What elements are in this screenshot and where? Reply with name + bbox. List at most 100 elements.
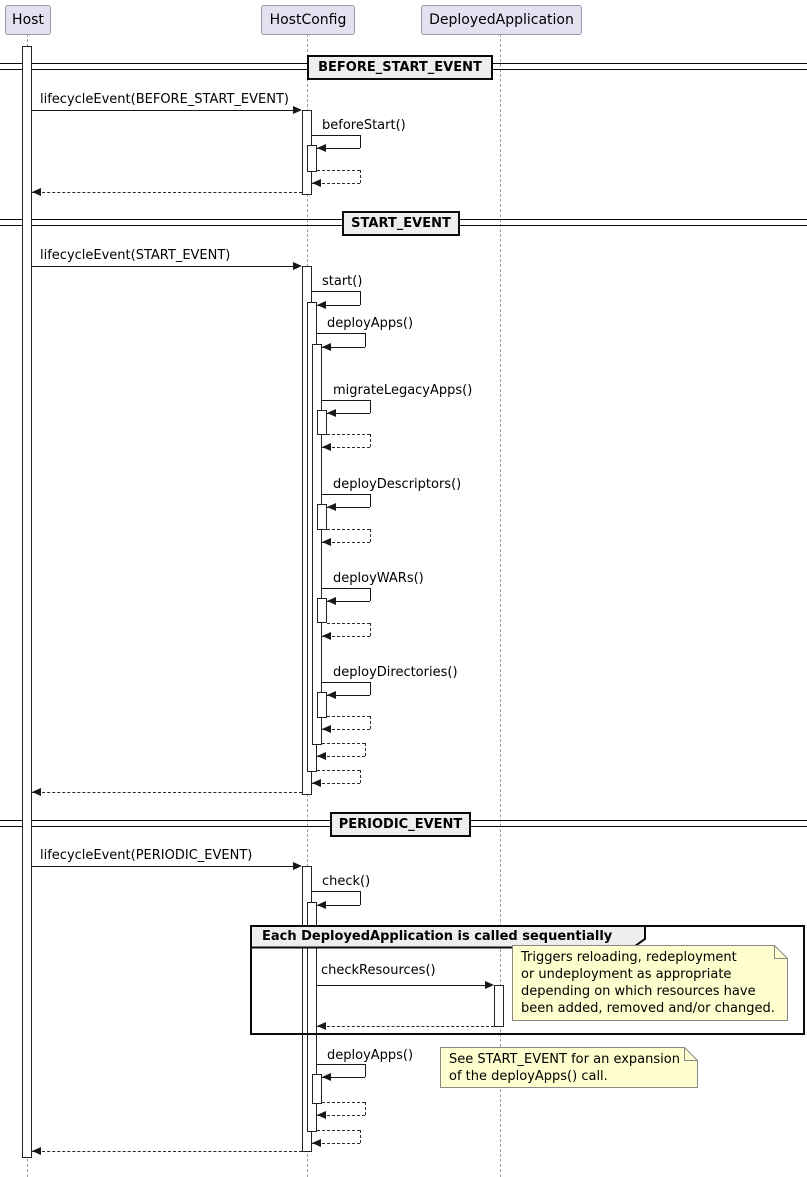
selfcall-beforestart	[312, 135, 360, 136]
selfreturn-beforestart	[312, 183, 360, 184]
selfreturn-deploywars	[322, 636, 370, 637]
arrowhead-icon	[312, 179, 321, 187]
selfreturn-deploydirectories	[370, 716, 371, 729]
divider-periodic-event: PERIODIC_EVENT	[330, 812, 471, 837]
selfcall-migratelegacyapps	[327, 413, 370, 414]
divider-before-start-event-label: BEFORE_START_EVENT	[318, 60, 482, 75]
message-arrow-lifecycle-start	[32, 266, 293, 267]
selfcall-deployapps-periodic	[322, 1077, 365, 1078]
selfcall-deploywars	[370, 588, 371, 601]
participant-host-label: Host	[12, 12, 44, 28]
arrowhead-icon	[32, 1147, 41, 1155]
note-checkresources-text: Triggers reloading, redeployment or unde…	[521, 950, 775, 1016]
selfcall-migratelegacyapps	[322, 400, 370, 401]
note-checkresources: Triggers reloading, redeployment or unde…	[512, 945, 788, 1021]
selfreturn-deployapps-periodic	[317, 1115, 365, 1116]
selfreturn-check	[317, 1130, 360, 1131]
selfcall-migratelegacyapps	[370, 400, 371, 413]
selfreturn-check	[360, 1130, 361, 1143]
arrowhead-icon	[317, 1022, 326, 1030]
selfcall-start	[317, 305, 360, 306]
selfreturn-start	[312, 783, 360, 784]
note-shape	[440, 1047, 698, 1088]
message-arrow-checkresources	[317, 985, 485, 986]
selfcall-deployapps	[317, 333, 365, 334]
arrowhead-icon	[322, 632, 331, 640]
return-to-host-start	[32, 792, 302, 793]
selfcall-deployapps	[322, 347, 365, 348]
return-to-host-beforestart	[32, 192, 302, 193]
message-label: deployWARs()	[333, 571, 424, 586]
selfreturn-deploywars	[327, 623, 370, 624]
selfcall-check	[312, 891, 360, 892]
arrowhead-icon	[312, 779, 321, 787]
selfreturn-beforestart	[360, 170, 361, 183]
message-arrow-lifecycle-periodic	[32, 866, 293, 867]
lifeline-deployedapplication	[500, 34, 501, 1177]
return-to-host-periodic	[32, 1151, 302, 1152]
selfreturn-deploydescriptors	[322, 542, 370, 543]
message-label: lifecycleEvent(PERIODIC_EVENT)	[40, 848, 253, 863]
arrowhead-icon	[293, 106, 302, 114]
selfreturn-deploydescriptors	[327, 529, 370, 530]
arrowhead-icon	[322, 538, 331, 546]
selfcall-deployapps	[365, 333, 366, 347]
arrowhead-icon	[327, 503, 336, 511]
selfcall-deploydescriptors	[322, 494, 370, 495]
arrowhead-icon	[293, 862, 302, 870]
arrowhead-icon	[327, 597, 336, 605]
message-label: deployDescriptors()	[333, 477, 462, 492]
arrowhead-icon	[32, 188, 41, 196]
selfreturn-migratelegacyapps	[327, 434, 370, 435]
selfcall-beforestart	[317, 148, 360, 149]
arrowhead-icon	[317, 1111, 326, 1119]
selfreturn-check	[312, 1143, 360, 1144]
divider-before-start-event: BEFORE_START_EVENT	[307, 55, 493, 80]
activation-hostconfig-deploydirectories	[317, 692, 327, 718]
message-label: beforeStart()	[322, 118, 406, 133]
divider-start-event-label: START_EVENT	[351, 216, 451, 231]
note-deployapps-text: See START_EVENT for an expansion of the …	[449, 1052, 680, 1084]
selfcall-deploydescriptors	[327, 507, 370, 508]
arrowhead-icon	[317, 752, 326, 760]
selfcall-start	[360, 291, 361, 305]
selfreturn-deploywars	[370, 623, 371, 636]
arrowhead-icon	[32, 788, 41, 796]
message-label: checkResources()	[321, 963, 436, 978]
activation-hostconfig-deployapps	[312, 344, 322, 745]
selfreturn-start	[317, 770, 360, 771]
participant-deployedapplication: DeployedApplication	[421, 5, 582, 35]
selfreturn-deployapps-periodic	[365, 1102, 366, 1115]
selfcall-deploydirectories	[322, 682, 370, 683]
selfreturn-deploydirectories	[322, 729, 370, 730]
arrowhead-icon	[327, 409, 336, 417]
activation-hostconfig-deploywars	[317, 598, 327, 623]
selfcall-deploydirectories	[370, 682, 371, 695]
selfcall-start	[312, 291, 360, 292]
message-arrow-lifecycle-before-start	[32, 110, 293, 111]
selfreturn-start	[360, 770, 361, 783]
selfreturn-deployapps-periodic	[322, 1102, 365, 1103]
selfcall-deploywars	[322, 588, 370, 589]
message-label: deployDirectories()	[333, 665, 458, 680]
arrowhead-icon	[317, 144, 326, 152]
message-label: lifecycleEvent(START_EVENT)	[40, 248, 231, 263]
arrowhead-icon	[293, 262, 302, 270]
arrowhead-icon	[322, 343, 331, 351]
selfreturn-deployapps	[365, 743, 366, 756]
selfcall-check	[360, 891, 361, 905]
arrowhead-icon	[317, 901, 326, 909]
divider-periodic-event-label: PERIODIC_EVENT	[338, 817, 463, 832]
selfreturn-deployapps	[317, 756, 365, 757]
arrowhead-icon	[485, 981, 494, 989]
note-shape	[512, 945, 788, 1021]
participant-deployedapplication-label: DeployedApplication	[429, 12, 574, 28]
message-label: lifecycleEvent(BEFORE_START_EVENT)	[40, 92, 289, 107]
selfcall-deploydirectories	[327, 695, 370, 696]
message-label: deployApps()	[327, 316, 414, 331]
note-deployapps: See START_EVENT for an expansion of the …	[440, 1047, 698, 1088]
activation-hostconfig-migratelegacyapps	[317, 410, 327, 435]
selfcall-deployapps-periodic	[365, 1064, 366, 1077]
participant-hostconfig-label: HostConfig	[269, 12, 347, 28]
